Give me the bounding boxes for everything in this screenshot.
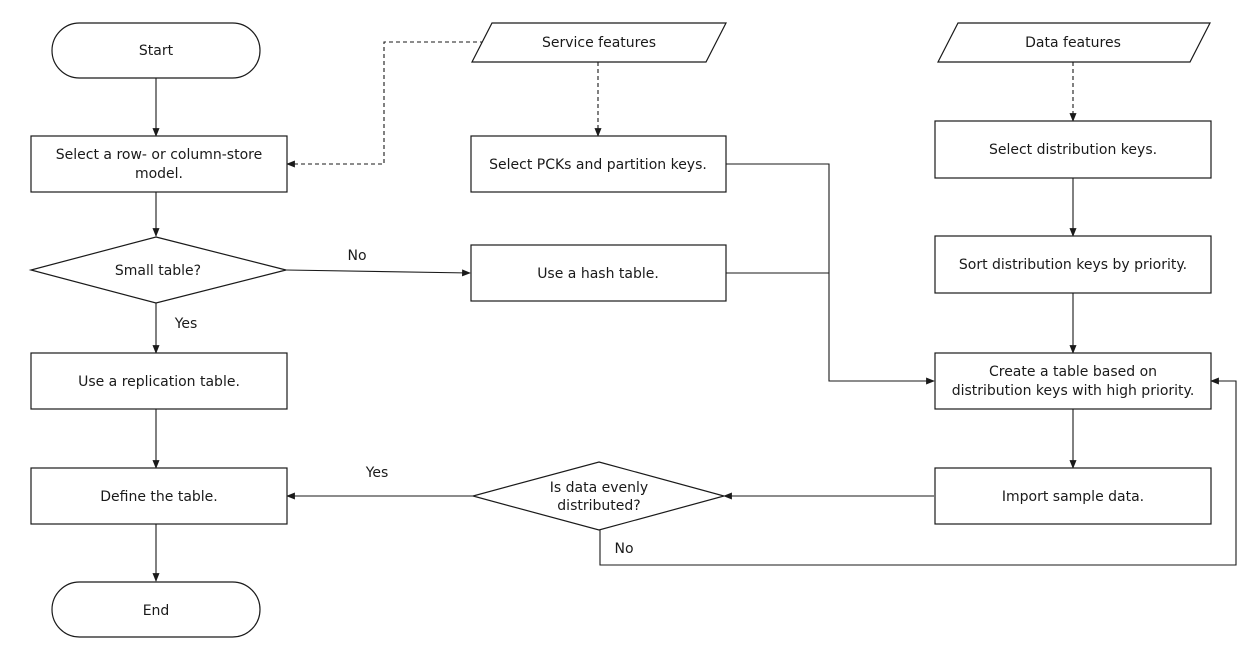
use-replication-label: Use a replication table.: [78, 374, 240, 390]
label-evenly-yes: Yes: [365, 465, 389, 481]
edge-evenly-to-create-table-loop: [599, 377, 1237, 566]
select-model-box: Select a row- or column-store model.: [30, 135, 288, 193]
select-pck-box: Select PCKs and partition keys.: [470, 135, 727, 193]
start-terminal: Start: [51, 22, 261, 79]
create-table-label-line-2: distribution keys with high priority.: [952, 383, 1195, 399]
label-evenly-no: No: [614, 541, 633, 557]
select-dist-keys-label: Select distribution keys.: [989, 142, 1157, 158]
use-hash-label: Use a hash table.: [537, 266, 659, 282]
label-small-table-no: No: [347, 248, 366, 264]
evenly-distributed-label-line-1: Is data evenly: [550, 480, 648, 496]
define-table-box: Define the table.: [30, 467, 288, 525]
small-table-label: Small table?: [115, 263, 201, 279]
use-hash-box: Use a hash table.: [470, 244, 727, 302]
small-table-decision: Small table?: [28, 236, 287, 304]
create-table-box: Create a table based on distribution key…: [934, 352, 1212, 410]
service-features-label: Service features: [542, 35, 656, 51]
label-small-table-yes: Yes: [174, 316, 198, 332]
edge-service-features-to-select-model: [286, 41, 484, 168]
select-pck-label: Select PCKs and partition keys.: [489, 157, 707, 173]
select-model-label-line-1: Select a row- or column-store: [56, 147, 262, 163]
import-sample-label: Import sample data.: [1002, 489, 1144, 505]
use-replication-box: Use a replication table.: [30, 352, 288, 410]
edge-labels: No Yes Yes No: [174, 248, 634, 557]
evenly-distributed-label-line-2: distributed?: [557, 498, 640, 514]
nodes: Start Service features Data features Sel…: [28, 22, 1212, 638]
define-table-label: Define the table.: [100, 489, 217, 505]
sort-dist-keys-box: Sort distribution keys by priority.: [934, 235, 1212, 294]
service-features-input: Service features: [471, 22, 727, 63]
data-features-input: Data features: [937, 22, 1211, 63]
import-sample-box: Import sample data.: [934, 467, 1212, 525]
create-table-label-line-1: Create a table based on: [989, 364, 1157, 380]
data-features-label: Data features: [1025, 35, 1121, 51]
edge-small-table-to-hash: [285, 269, 471, 277]
end-terminal: End: [51, 581, 261, 638]
sort-dist-keys-label: Sort distribution keys by priority.: [959, 257, 1187, 273]
start-label: Start: [139, 43, 174, 59]
select-dist-keys-box: Select distribution keys.: [934, 120, 1212, 179]
end-label: End: [143, 603, 170, 619]
edges: [152, 41, 1237, 582]
select-model-label-line-2: model.: [135, 166, 183, 182]
evenly-distributed-decision: Is data evenly distributed?: [470, 461, 727, 531]
